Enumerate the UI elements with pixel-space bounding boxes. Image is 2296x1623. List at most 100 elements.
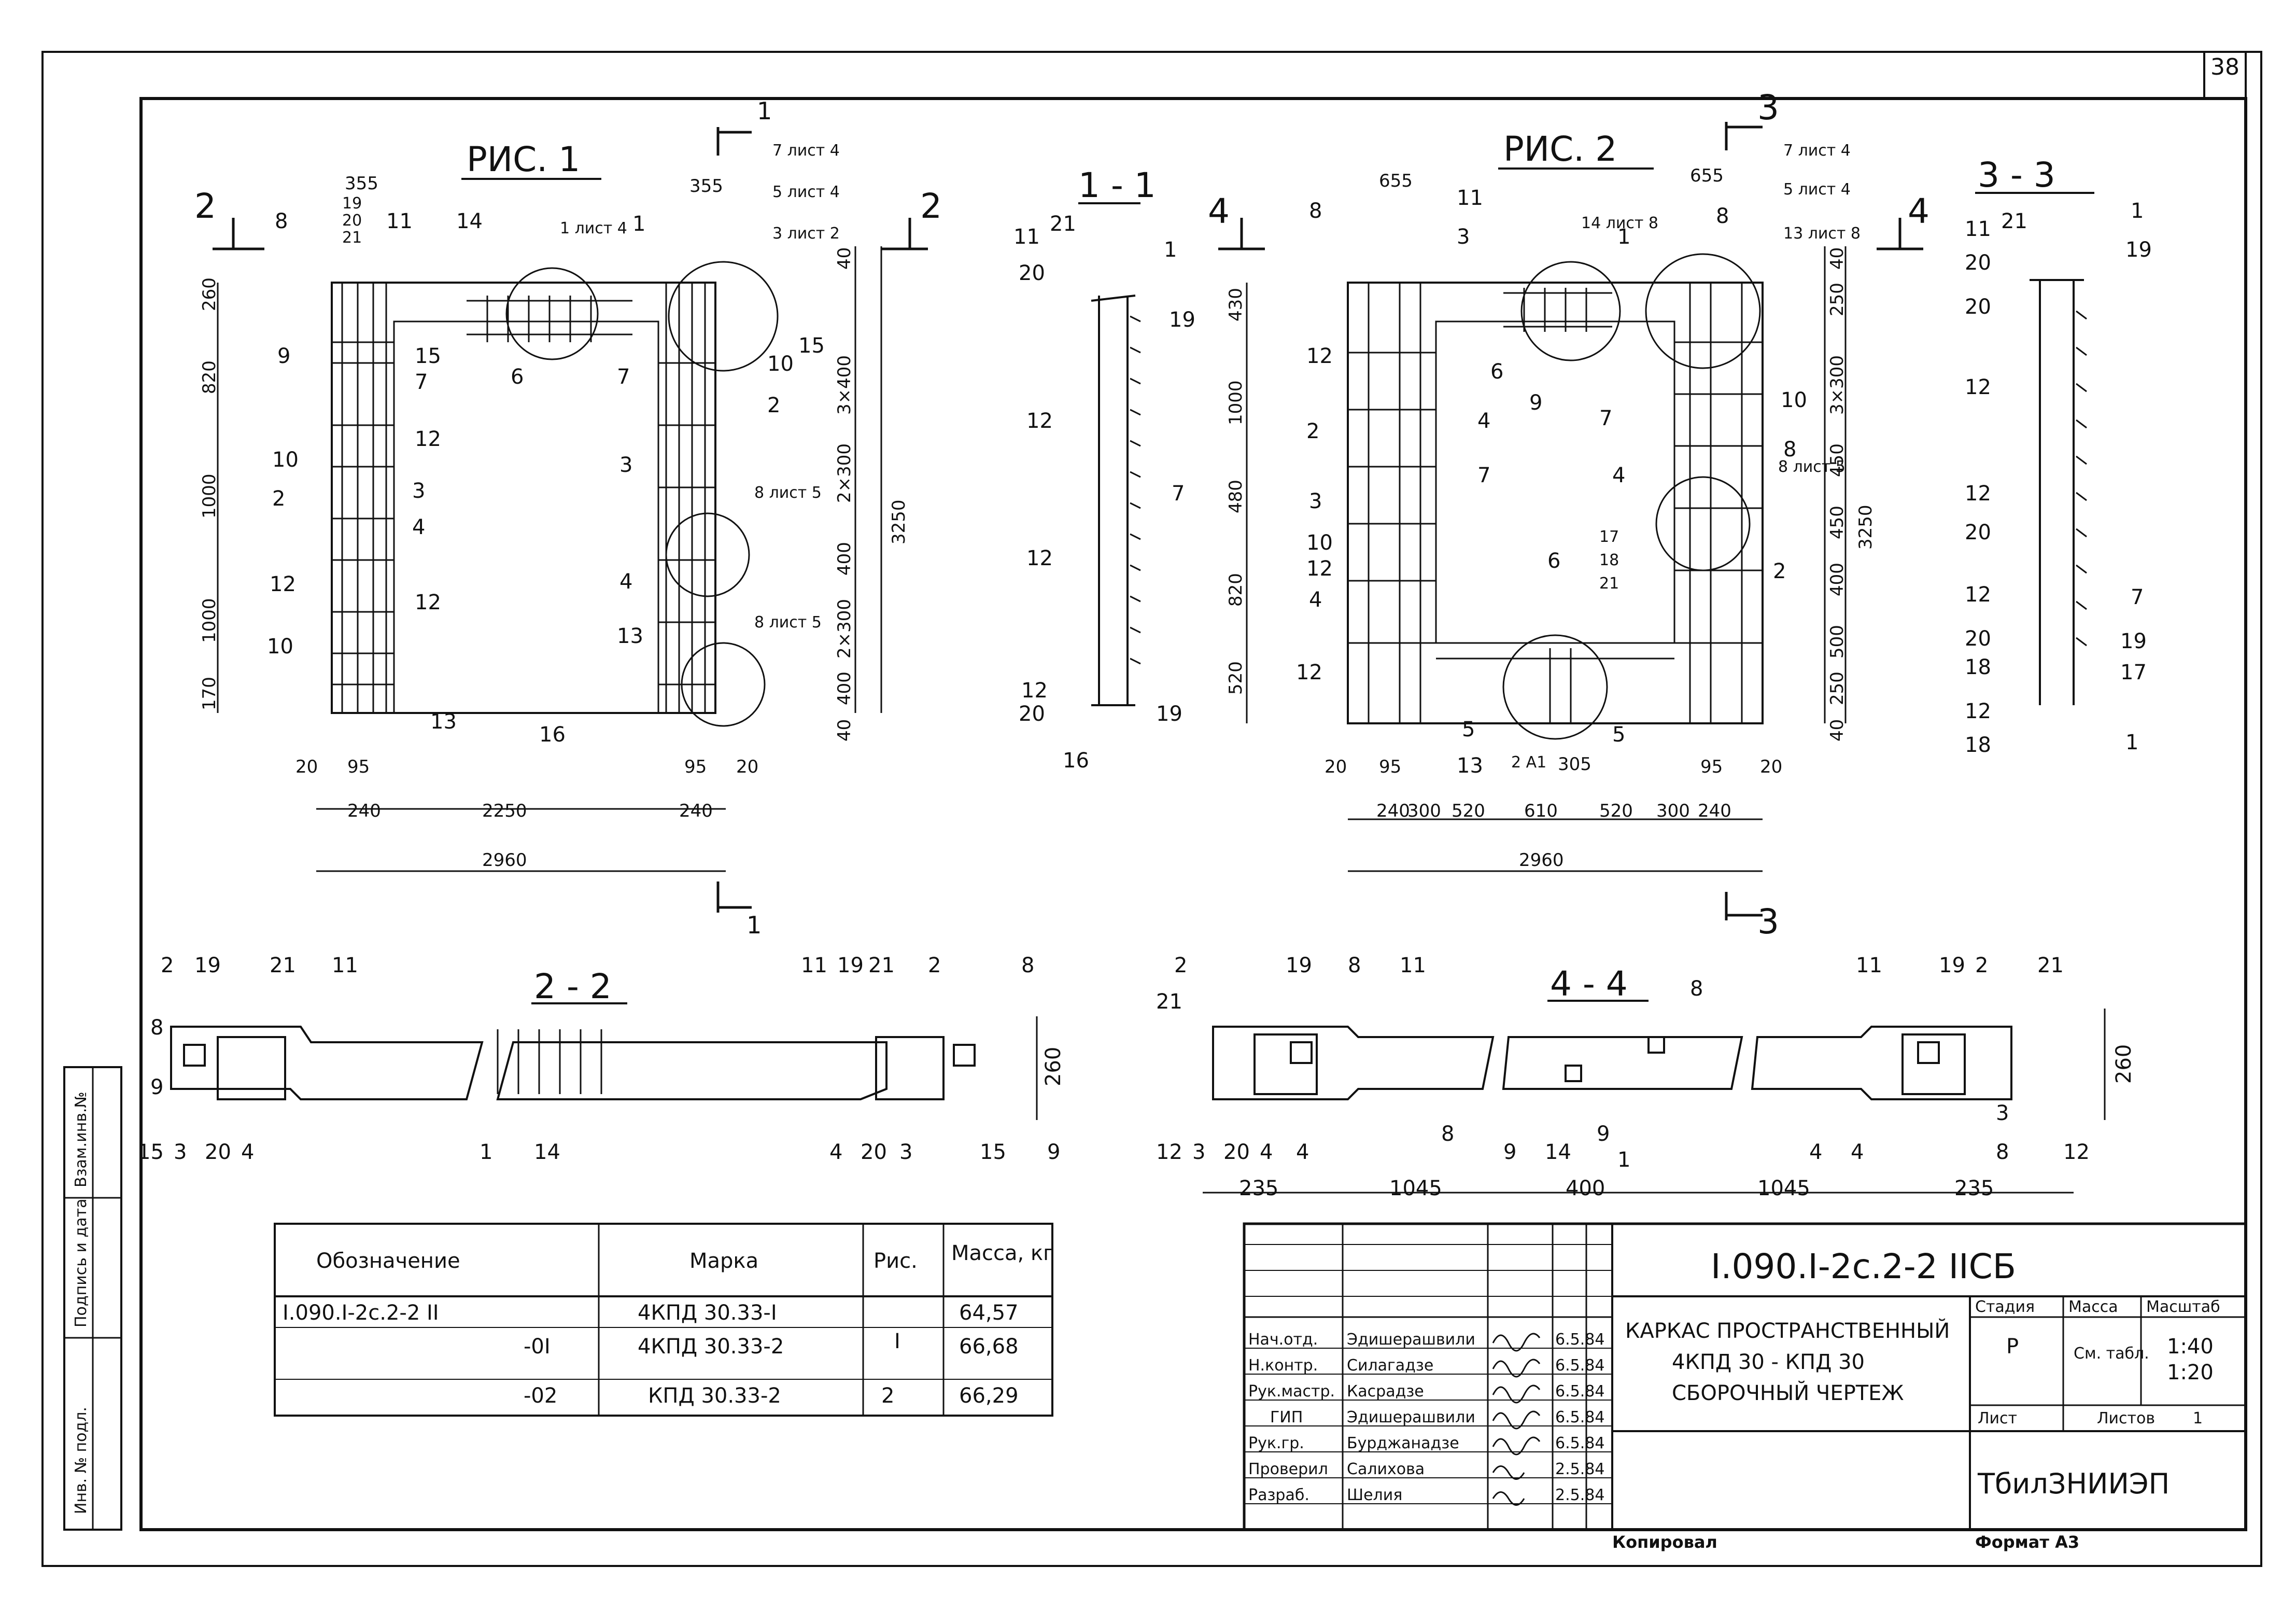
cut-2-right: 2: [920, 186, 942, 226]
sig-name-7: Шелия: [1347, 1486, 1402, 1504]
spec-r2-mass: 66,68: [959, 1335, 1019, 1359]
s22-l-3: 3: [174, 1140, 187, 1164]
s44-dim-2: 1045: [1389, 1177, 1442, 1200]
fig2-pos-10b: 10: [1781, 388, 1807, 412]
s44-dim-5: 235: [1954, 1177, 1994, 1200]
s11-19: 19: [1169, 308, 1195, 332]
title-block: I.090.I-2с.2-2 IIСБ КАРКАС ПРОСТРАНСТВЕН…: [1243, 1222, 2247, 1531]
sig-name-2: Силагадзе: [1347, 1356, 1433, 1375]
fig2-dim-b-3: 240: [1376, 801, 1410, 821]
fig2-pos-4b: 4: [1477, 409, 1490, 433]
sig-date-1: 6.5.84: [1555, 1331, 1604, 1349]
s44-r-12: 12: [2063, 1140, 2090, 1164]
fig2-overall-height: 3250: [1855, 505, 1876, 550]
spec-r1-mass: 64,57: [959, 1301, 1019, 1325]
cut-4-left: 4: [1208, 191, 1230, 231]
s33-7: 7: [2131, 585, 2144, 609]
fig1-overall-height: 3250: [889, 499, 909, 544]
fig1-pos-6: 6: [511, 365, 524, 389]
fig1-dim-right-4: 400: [834, 542, 855, 576]
s11-20: 20: [1019, 261, 1045, 285]
fig1-dim-b-7: 20: [736, 757, 758, 777]
title-line-1: КАРКАС ПРОСТРАНСТВЕННЫЙ: [1625, 1318, 1950, 1343]
fig2-pos-13: 13: [1457, 754, 1483, 778]
scale-value-2: 1:20: [2167, 1361, 2214, 1384]
stamp-sign-label: Подпись и дата: [72, 1199, 90, 1328]
s44-r-3: 3: [1996, 1101, 2009, 1125]
fig2-dim-b-10: 95: [1700, 757, 1723, 777]
fig1-pos-10b: 10: [267, 635, 293, 659]
fig1-pos-21: 21: [342, 229, 362, 247]
sheets-label: Листов: [2097, 1409, 2155, 1428]
fig2-dim-left-4: 820: [1226, 573, 1246, 607]
fig2-pos-17: 17: [1599, 528, 1619, 546]
fig1-pos-10: 10: [272, 448, 299, 472]
spec-r3-mark: КПД 30.33-2: [648, 1384, 781, 1408]
s44-l-11: 11: [1400, 954, 1426, 977]
fig2-dim-b-2: 95: [1379, 757, 1401, 777]
fig1-dim-b-1: 20: [295, 757, 318, 777]
fig1-dim-b-5: 240: [679, 801, 713, 821]
stamp-replace-label: Взам.инв.№: [72, 1092, 90, 1187]
s44-l-12: 12: [1156, 1140, 1182, 1164]
s44-dim-4: 1045: [1757, 1177, 1810, 1200]
fig2-dim-left-2: 1000: [1226, 380, 1246, 425]
sig-role-4: ГИП: [1270, 1408, 1303, 1426]
stage-value: Р: [2006, 1335, 2019, 1359]
sig-role-3: Рук.мастр.: [1248, 1382, 1335, 1401]
figure-2: РИС. 2 3: [1208, 88, 1929, 942]
s22-r-15: 15: [980, 1140, 1006, 1164]
fig2-pos-12c: 12: [1296, 661, 1322, 684]
section-1-1: 1 - 1 11 21 20 1 19 12 7 12 12 20 19 16: [1013, 165, 1195, 773]
fig1-callout-4: 3 лист 2: [772, 225, 840, 243]
spec-r2-mark: 4КПД 30.33-2: [638, 1335, 784, 1359]
s22-l-15: 15: [137, 1140, 164, 1164]
fig2-callout-3: 5 лист 4: [1783, 180, 1851, 199]
fig2-dim-left-5: 520: [1226, 661, 1246, 695]
fig2-dim-right-9: 40: [1827, 719, 1848, 741]
spec-h-mass: Масса, кг: [951, 1241, 1054, 1265]
sec-4-4-title: 4 - 4: [1550, 964, 1628, 1004]
s44-l-8: 8: [1348, 954, 1361, 977]
organization: ТбилЗНИИЭП: [1977, 1467, 2170, 1500]
fig2-dim-left-3: 480: [1226, 480, 1246, 513]
fig2-callout-4: 13 лист 8: [1783, 225, 1861, 243]
spec-h-designation: Обозначение: [316, 1249, 460, 1273]
s11-16: 16: [1063, 749, 1089, 773]
fig2-dim-right-8: 250: [1827, 671, 1848, 705]
fig1-dim-left-5: 170: [199, 677, 220, 710]
fig1-pos-12: 12: [415, 427, 441, 451]
s11-12b: 12: [1026, 547, 1053, 570]
s33-19b: 19: [2120, 629, 2147, 653]
fig2-pos-12a: 12: [1306, 344, 1333, 368]
fig1-pos-16: 16: [539, 723, 566, 747]
spec-r3-fig: 2: [881, 1384, 894, 1408]
s11-11: 11: [1013, 225, 1040, 249]
s22-l-4: 4: [241, 1140, 254, 1164]
section-4-4: 4 - 4 260 235 1045 400 1045 235 2 19 8 1…: [1156, 954, 2136, 1200]
fig2-pos-6b: 6: [1547, 549, 1560, 573]
sig-role-7: Разраб.: [1248, 1486, 1309, 1504]
fig2-dim-b-9: 240: [1698, 801, 1731, 821]
fig2-dim-top-right: 655: [1690, 165, 1724, 186]
fig1-pos-2b: 2: [767, 394, 780, 417]
fig1-callout-2: 7 лист 4: [772, 142, 840, 160]
s44-m-8b: 8: [1690, 977, 1703, 1001]
fig2-dim-right-2: 250: [1827, 283, 1848, 316]
fig1-pos-7b: 7: [617, 365, 630, 389]
fig1-pos-9: 9: [277, 344, 290, 368]
scale-value-1: 1:40: [2167, 1335, 2214, 1359]
s33-12d: 12: [1965, 699, 1991, 723]
fig1-dim-right-5: 2×300: [834, 599, 855, 659]
fig2-pos-9: 9: [1529, 391, 1542, 415]
s22-l-1: 1: [480, 1140, 492, 1164]
s33-1b: 1: [2125, 731, 2138, 754]
spec-h-mark: Марка: [689, 1249, 758, 1273]
spec-r1-des: I.090.I-2с.2-2 II: [283, 1301, 439, 1325]
fig2-dim-right-6: 400: [1827, 563, 1848, 596]
fig2-pos-4: 4: [1309, 588, 1322, 612]
footer-copied: Копировал: [1612, 1532, 1717, 1552]
fig1-dim-right-1: 40: [834, 247, 855, 270]
s44-l-4b: 4: [1296, 1140, 1309, 1164]
s44-r-2: 2: [1975, 954, 1988, 977]
